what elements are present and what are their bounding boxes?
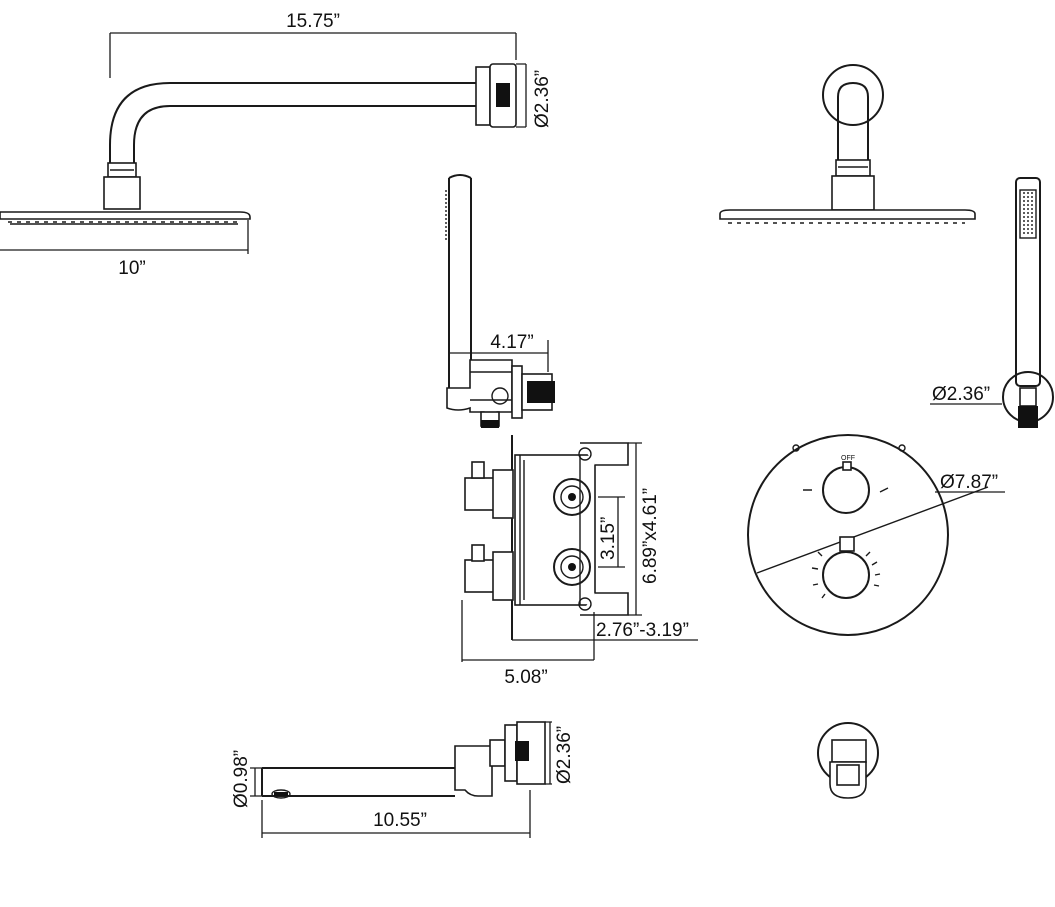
tub-spout-front-view bbox=[817, 722, 879, 799]
dim-handheld-flange-label: Ø2.36” bbox=[932, 384, 990, 405]
dim-valve-spacing-label: 3.15” bbox=[598, 517, 619, 560]
dim-trim-plate: Ø7.87” bbox=[935, 472, 1005, 493]
valve-body-side-view bbox=[464, 435, 629, 640]
diverter-handle: OFF bbox=[803, 455, 889, 514]
dim-handheld-length-label: 4.17” bbox=[490, 332, 533, 353]
handheld-side-view bbox=[445, 174, 555, 428]
dim-head-width: 10” bbox=[0, 220, 249, 279]
tub-spout-side-view bbox=[261, 721, 546, 799]
dim-valve-box-label: 6.89”x4.61” bbox=[640, 488, 661, 584]
dim-arm-flange: Ø2.36” bbox=[516, 63, 553, 128]
shower-arm-front-view bbox=[719, 64, 976, 224]
dim-valve-total: 5.08” bbox=[461, 600, 594, 688]
dim-head-width-label: 10” bbox=[118, 258, 145, 279]
dim-valve-box: 6.89”x4.61” bbox=[628, 442, 661, 616]
valve-lower-cartridge bbox=[464, 544, 514, 601]
valve-lower-port bbox=[553, 548, 591, 586]
dim-arm-length-label: 15.75” bbox=[286, 11, 340, 32]
dim-handheld-length: 4.17” bbox=[449, 332, 549, 372]
handheld-front-spray-face bbox=[1019, 189, 1037, 239]
valve-upper-port bbox=[553, 478, 591, 516]
temperature-handle bbox=[811, 536, 881, 599]
dim-spout-length: 10.55” bbox=[261, 790, 531, 838]
temperature-scale-ticks bbox=[811, 551, 881, 599]
dim-spout-flange: Ø2.36” bbox=[545, 721, 575, 785]
dim-valve-depth: 2.76”-3.19” bbox=[512, 612, 698, 660]
dim-arm-flange-label: Ø2.36” bbox=[532, 70, 553, 128]
dim-valve-total-label: 5.08” bbox=[504, 667, 547, 688]
shower-arm-side-view bbox=[0, 63, 517, 225]
handheld-front-view bbox=[1002, 177, 1054, 428]
dim-spout-dia-label: Ø0.98” bbox=[231, 750, 252, 808]
dim-spout-length-label: 10.55” bbox=[373, 810, 427, 831]
trim-plate-front-view: OFF bbox=[747, 434, 989, 636]
off-label: OFF bbox=[841, 455, 855, 462]
valve-upper-cartridge bbox=[464, 461, 514, 519]
dim-handheld-flange: Ø2.36” bbox=[930, 384, 1002, 405]
dim-spout-dia: Ø0.98” bbox=[231, 750, 262, 808]
dim-spout-flange-label: Ø2.36” bbox=[554, 726, 575, 784]
dim-trim-plate-label: Ø7.87” bbox=[940, 472, 998, 493]
dim-valve-depth-label: 2.76”-3.19” bbox=[596, 620, 689, 641]
dim-arm-length: 15.75” bbox=[109, 11, 517, 78]
dim-valve-spacing: 3.15” bbox=[598, 496, 625, 568]
